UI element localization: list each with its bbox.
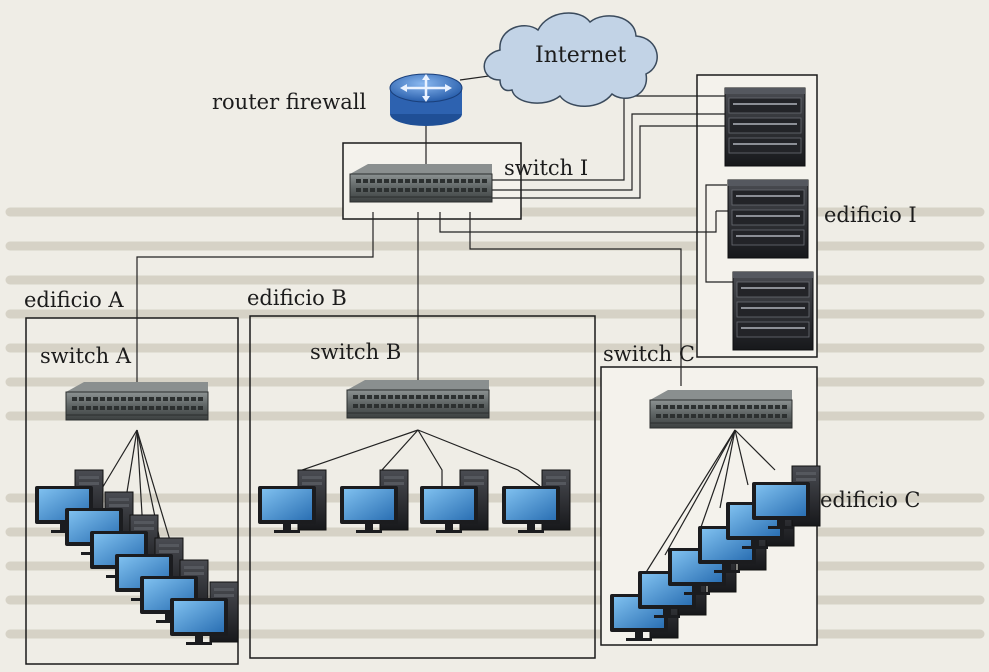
building-a-label: edificio A bbox=[24, 288, 124, 312]
building-main-label: edificio I bbox=[824, 203, 917, 227]
internet-label: Internet bbox=[535, 43, 627, 68]
switch-b-icon bbox=[346, 379, 490, 419]
switch-c-icon bbox=[649, 389, 793, 429]
pc-icon bbox=[501, 469, 571, 534]
internet-cloud bbox=[483, 12, 658, 107]
building-b-label: edificio B bbox=[247, 286, 347, 310]
server-icon bbox=[732, 271, 814, 351]
switch-b-label: switch B bbox=[310, 340, 402, 364]
switch-main-icon bbox=[349, 163, 493, 203]
building-c-label: edificio C bbox=[820, 488, 921, 512]
router-icon bbox=[389, 73, 463, 126]
router-label: router firewall bbox=[212, 90, 367, 114]
server-icon bbox=[727, 179, 809, 259]
building-a-box bbox=[25, 317, 239, 665]
building-b-box bbox=[249, 315, 596, 659]
pc-icon bbox=[339, 469, 409, 534]
network-links bbox=[94, 69, 776, 595]
pc-icon bbox=[419, 469, 489, 534]
switch-c-label: switch C bbox=[603, 342, 695, 366]
pc-icon bbox=[257, 469, 327, 534]
switch-a-icon bbox=[65, 381, 209, 421]
server-icon bbox=[724, 87, 806, 167]
switch-a-label: switch A bbox=[40, 344, 132, 368]
switch-main-label: switch I bbox=[504, 156, 589, 180]
